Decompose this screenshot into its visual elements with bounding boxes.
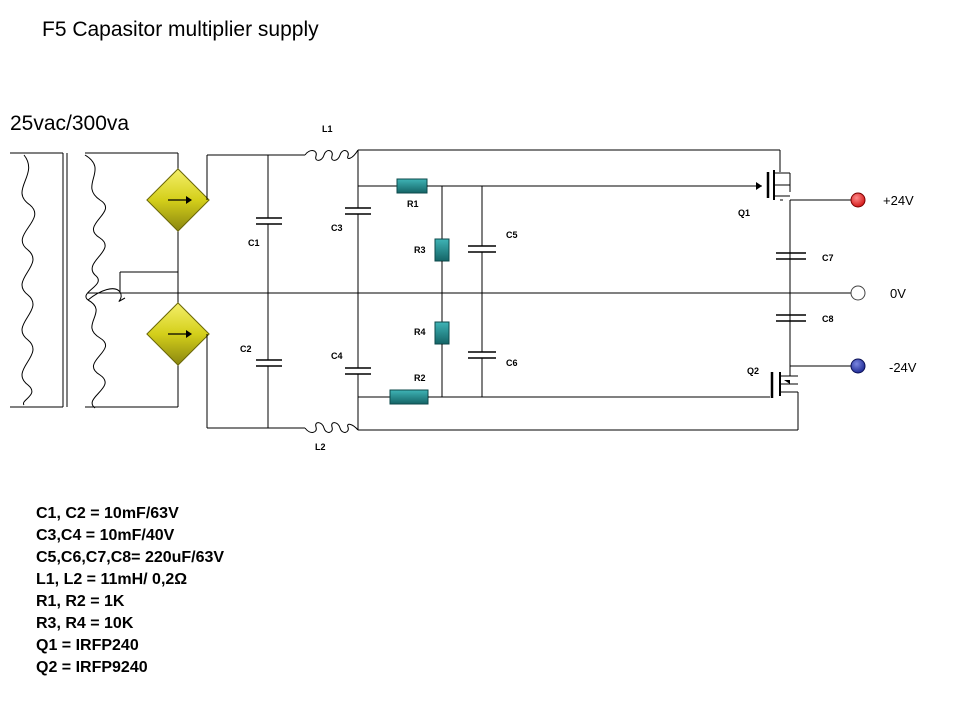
parts-list-item: Q1 = IRFP240 (36, 637, 139, 654)
rectifier-bridge-bottom (146, 268, 210, 407)
capacitor-c1 (256, 155, 282, 293)
resistor-r4 (434, 321, 450, 345)
label-c2: C2 (240, 344, 252, 354)
rectifier-bridge-top (120, 153, 210, 273)
positive-output-terminal[interactable] (850, 192, 866, 208)
label-q2: Q2 (747, 366, 759, 376)
parts-list-item: L1, L2 = 11mH/ 0,2Ω (36, 571, 188, 588)
label-l2: L2 (315, 442, 326, 452)
diagram-title: F5 Capasitor multiplier supply (42, 18, 319, 41)
transformer (10, 152, 178, 409)
label-c5: C5 (506, 230, 518, 240)
capacitor-c4 (345, 293, 371, 430)
parts-list-item: R3, R4 = 10K (36, 615, 134, 632)
parts-list-item: C5,C6,C7,C8= 220uF/63V (36, 549, 225, 566)
inductor-l2 (304, 422, 359, 433)
label-neg-output: -24V (889, 360, 917, 375)
negative-output-terminal[interactable] (850, 358, 866, 374)
parts-list-item: C1, C2 = 10mF/63V (36, 505, 179, 522)
supply-label: 25vac/300va (10, 112, 130, 135)
label-pos-output: +24V (883, 193, 914, 208)
label-c8: C8 (822, 314, 834, 324)
capacitor-c7 (776, 252, 806, 260)
inductor-l1 (304, 149, 359, 161)
capacitor-c3 (345, 207, 371, 293)
label-r2: R2 (414, 373, 426, 383)
capacitor-c8 (776, 314, 806, 322)
resistor-r3 (434, 238, 450, 262)
parts-list-item: C3,C4 = 10mF/40V (36, 527, 175, 544)
resistor-r2 (389, 389, 429, 405)
label-c1: C1 (248, 238, 260, 248)
label-c7: C7 (822, 253, 834, 263)
parts-list: C1, C2 = 10mF/63V C3,C4 = 10mF/40V C5,C6… (36, 503, 224, 679)
mosfet-q2 (770, 366, 799, 430)
resistor-r1 (396, 178, 428, 194)
capacitor-c6 (468, 293, 496, 397)
label-r3: R3 (414, 245, 426, 255)
label-r1: R1 (407, 199, 419, 209)
label-l1: L1 (322, 124, 333, 134)
label-r4: R4 (414, 327, 426, 337)
capacitor-c2 (256, 293, 282, 428)
parts-list-item: Q2 = IRFP9240 (36, 659, 148, 676)
capacitor-c5 (468, 186, 496, 293)
mosfet-q1 (756, 150, 791, 293)
label-c4: C4 (331, 351, 343, 361)
ground-output-terminal[interactable] (850, 285, 866, 301)
label-q1: Q1 (738, 208, 750, 218)
label-zero-output: 0V (890, 286, 906, 301)
parts-list-item: R1, R2 = 1K (36, 593, 125, 610)
label-c3: C3 (331, 223, 343, 233)
label-c6: C6 (506, 358, 518, 368)
